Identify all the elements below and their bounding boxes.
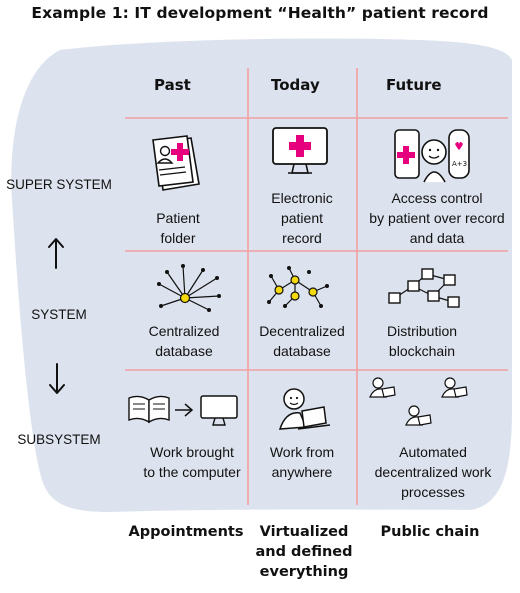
page-title: Example 1: IT development “Health” patie… — [31, 4, 489, 22]
arrow-up-icon — [48, 238, 64, 269]
icon-label-text: A+3 — [452, 160, 467, 168]
monitor-icon — [272, 127, 328, 174]
blockchain-icon — [388, 268, 460, 308]
person-laptop-icon — [278, 388, 331, 430]
decentralized-network-icon — [267, 266, 329, 308]
patient-folder-icon — [152, 135, 200, 191]
centralized-network-icon — [157, 264, 221, 312]
smartphone-person-icon: A+3 — [394, 129, 470, 183]
book-to-computer-icon — [128, 395, 238, 426]
column-header-future: Future — [386, 76, 442, 94]
level-subsystem: SUBSYSTEM — [17, 432, 101, 447]
footer-past: Appointments — [128, 524, 244, 540]
level-system: SYSTEM — [31, 307, 87, 322]
distributed-workers-icon — [369, 377, 468, 426]
arrow-down-icon — [49, 363, 65, 394]
footer-future: Public chain — [380, 524, 480, 540]
level-super-system: SUPER SYSTEM — [6, 177, 112, 192]
column-header-past: Past — [154, 76, 191, 94]
column-header-today: Today — [271, 76, 320, 94]
